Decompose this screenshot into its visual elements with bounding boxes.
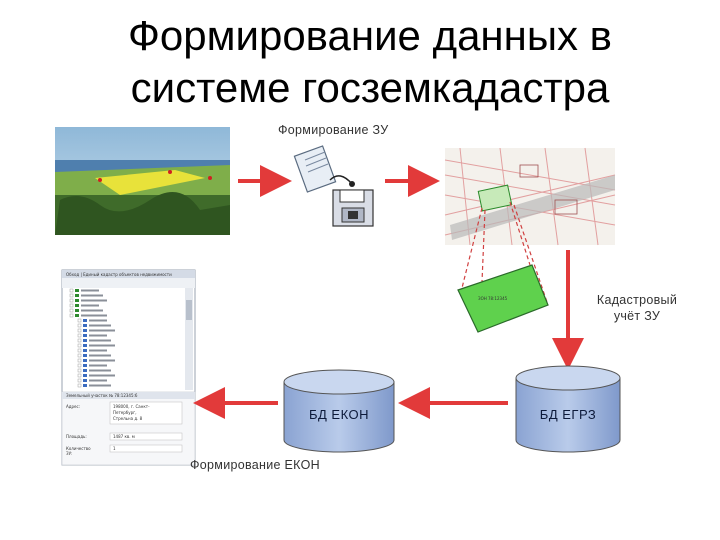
document-icon	[293, 145, 355, 193]
svg-text:Площадь:: Площадь:	[66, 434, 87, 439]
db-ekon-label: БД ЕКОН	[309, 407, 369, 422]
tree-node-icon	[83, 344, 87, 347]
tree-node-label[interactable]	[81, 314, 107, 317]
tree-node-icon	[75, 289, 79, 292]
tree-node-label[interactable]	[81, 289, 99, 292]
svg-text:1487 кв. м: 1487 кв. м	[113, 434, 135, 439]
tree-expander[interactable]	[77, 338, 82, 343]
tree-node-icon	[75, 314, 79, 317]
tree-node-icon	[75, 299, 79, 302]
cadastral-map-icon	[444, 147, 616, 246]
tree-node-label[interactable]	[89, 319, 107, 322]
tree-expander[interactable]	[77, 343, 82, 348]
tree-expander[interactable]	[77, 333, 82, 338]
tree-expander[interactable]	[69, 298, 74, 303]
svg-text:Земельный участок № 78:12345:6: Земельный участок № 78:12345:6	[66, 393, 138, 398]
svg-text:198000, г. Санкт-: 198000, г. Санкт-	[113, 404, 150, 409]
db-egrz: БД ЕГРЗ	[515, 365, 621, 453]
tree-node-icon	[83, 334, 87, 337]
floppy-disk-icon	[332, 189, 374, 227]
tree-expander[interactable]	[77, 348, 82, 353]
label-formirovanie-zu: Формирование ЗУ	[278, 123, 389, 137]
svg-text:Количество: Количество	[66, 446, 91, 451]
tree-expander[interactable]	[77, 323, 82, 328]
title-line-2: системе госземкадастра	[130, 64, 610, 111]
svg-text:ЗУ:: ЗУ:	[66, 451, 72, 456]
tree-node-icon	[83, 339, 87, 342]
tree-node-icon	[83, 349, 87, 352]
tree-node-icon	[75, 304, 79, 307]
tree-expander[interactable]	[69, 303, 74, 308]
tree-node-icon	[83, 354, 87, 357]
label-formirovanie-ekon: Формирование ЕКОН	[190, 458, 320, 472]
label-kadastroviy-line-1: Кадастровый	[596, 293, 678, 307]
tree-expander[interactable]	[69, 293, 74, 298]
tree-node-label[interactable]	[89, 379, 107, 382]
tree-expander[interactable]	[77, 363, 82, 368]
tree-node-label[interactable]	[81, 294, 103, 297]
svg-text:1: 1	[113, 446, 116, 451]
tree-node-icon	[83, 374, 87, 377]
tree-node-label[interactable]	[89, 339, 111, 342]
svg-text:Адрес:: Адрес:	[66, 404, 80, 409]
tree-expander[interactable]	[69, 313, 74, 318]
title-line-1: Формирование данных в	[127, 12, 612, 59]
tree-node-label[interactable]	[89, 374, 115, 377]
tree-node-label[interactable]	[89, 359, 115, 362]
tree-node-icon	[83, 379, 87, 382]
tree-node-label[interactable]	[89, 384, 111, 387]
svg-text:Стрельна д. 8: Стрельна д. 8	[113, 416, 143, 421]
parcel-icon: ЗОН 78:12345	[457, 264, 549, 333]
landscape-photo-icon	[55, 127, 230, 235]
label-kadastroviy-uchet: Кадастровый учёт ЗУ	[582, 292, 692, 324]
tree-node-icon	[83, 384, 87, 387]
tree-node-label[interactable]	[89, 329, 115, 332]
tree-node-label[interactable]	[89, 354, 111, 357]
tree-node-icon	[83, 329, 87, 332]
application-window-icon: Обход | Единый кадастр объектов недвижим…	[61, 269, 196, 466]
svg-text:Петербург,: Петербург,	[113, 410, 137, 415]
tree-node-label[interactable]	[89, 324, 111, 327]
tree-expander[interactable]	[77, 353, 82, 358]
svg-text:Обход | Единый кадастр объекто: Обход | Единый кадастр объектов недвижим…	[66, 272, 172, 277]
db-ekon: БД ЕКОН	[283, 369, 395, 453]
svg-text:ЗОН 78:12345: ЗОН 78:12345	[478, 296, 508, 301]
tree-node-label[interactable]	[89, 349, 107, 352]
tree-node-label[interactable]	[81, 304, 99, 307]
tree-node-icon	[75, 309, 79, 312]
tree-expander[interactable]	[77, 358, 82, 363]
tree-node-icon	[83, 369, 87, 372]
tree-expander[interactable]	[77, 328, 82, 333]
tree-node-icon	[83, 364, 87, 367]
tree-expander[interactable]	[77, 378, 82, 383]
page-title: Формирование данных в системе госземкада…	[60, 10, 680, 114]
tree-node-label[interactable]	[89, 344, 115, 347]
tree-expander[interactable]	[77, 368, 82, 373]
label-kadastroviy-line-2: учёт ЗУ	[613, 309, 661, 323]
tree-node-label[interactable]	[81, 309, 103, 312]
tree-node-label[interactable]	[89, 334, 107, 337]
tree-expander[interactable]	[77, 383, 82, 388]
tree-node-label[interactable]	[81, 299, 107, 302]
tree-node-label[interactable]	[89, 364, 107, 367]
tree-expander[interactable]	[77, 373, 82, 378]
tree-list	[69, 288, 115, 388]
tree-node-icon	[83, 359, 87, 362]
tree-node-icon	[75, 294, 79, 297]
tree-expander[interactable]	[69, 288, 74, 293]
tree-node-icon	[83, 324, 87, 327]
tree-expander[interactable]	[77, 318, 82, 323]
tree-expander[interactable]	[69, 308, 74, 313]
tree-node-label[interactable]	[89, 369, 111, 372]
tree-node-icon	[83, 319, 87, 322]
db-egrz-label: БД ЕГРЗ	[540, 407, 596, 422]
